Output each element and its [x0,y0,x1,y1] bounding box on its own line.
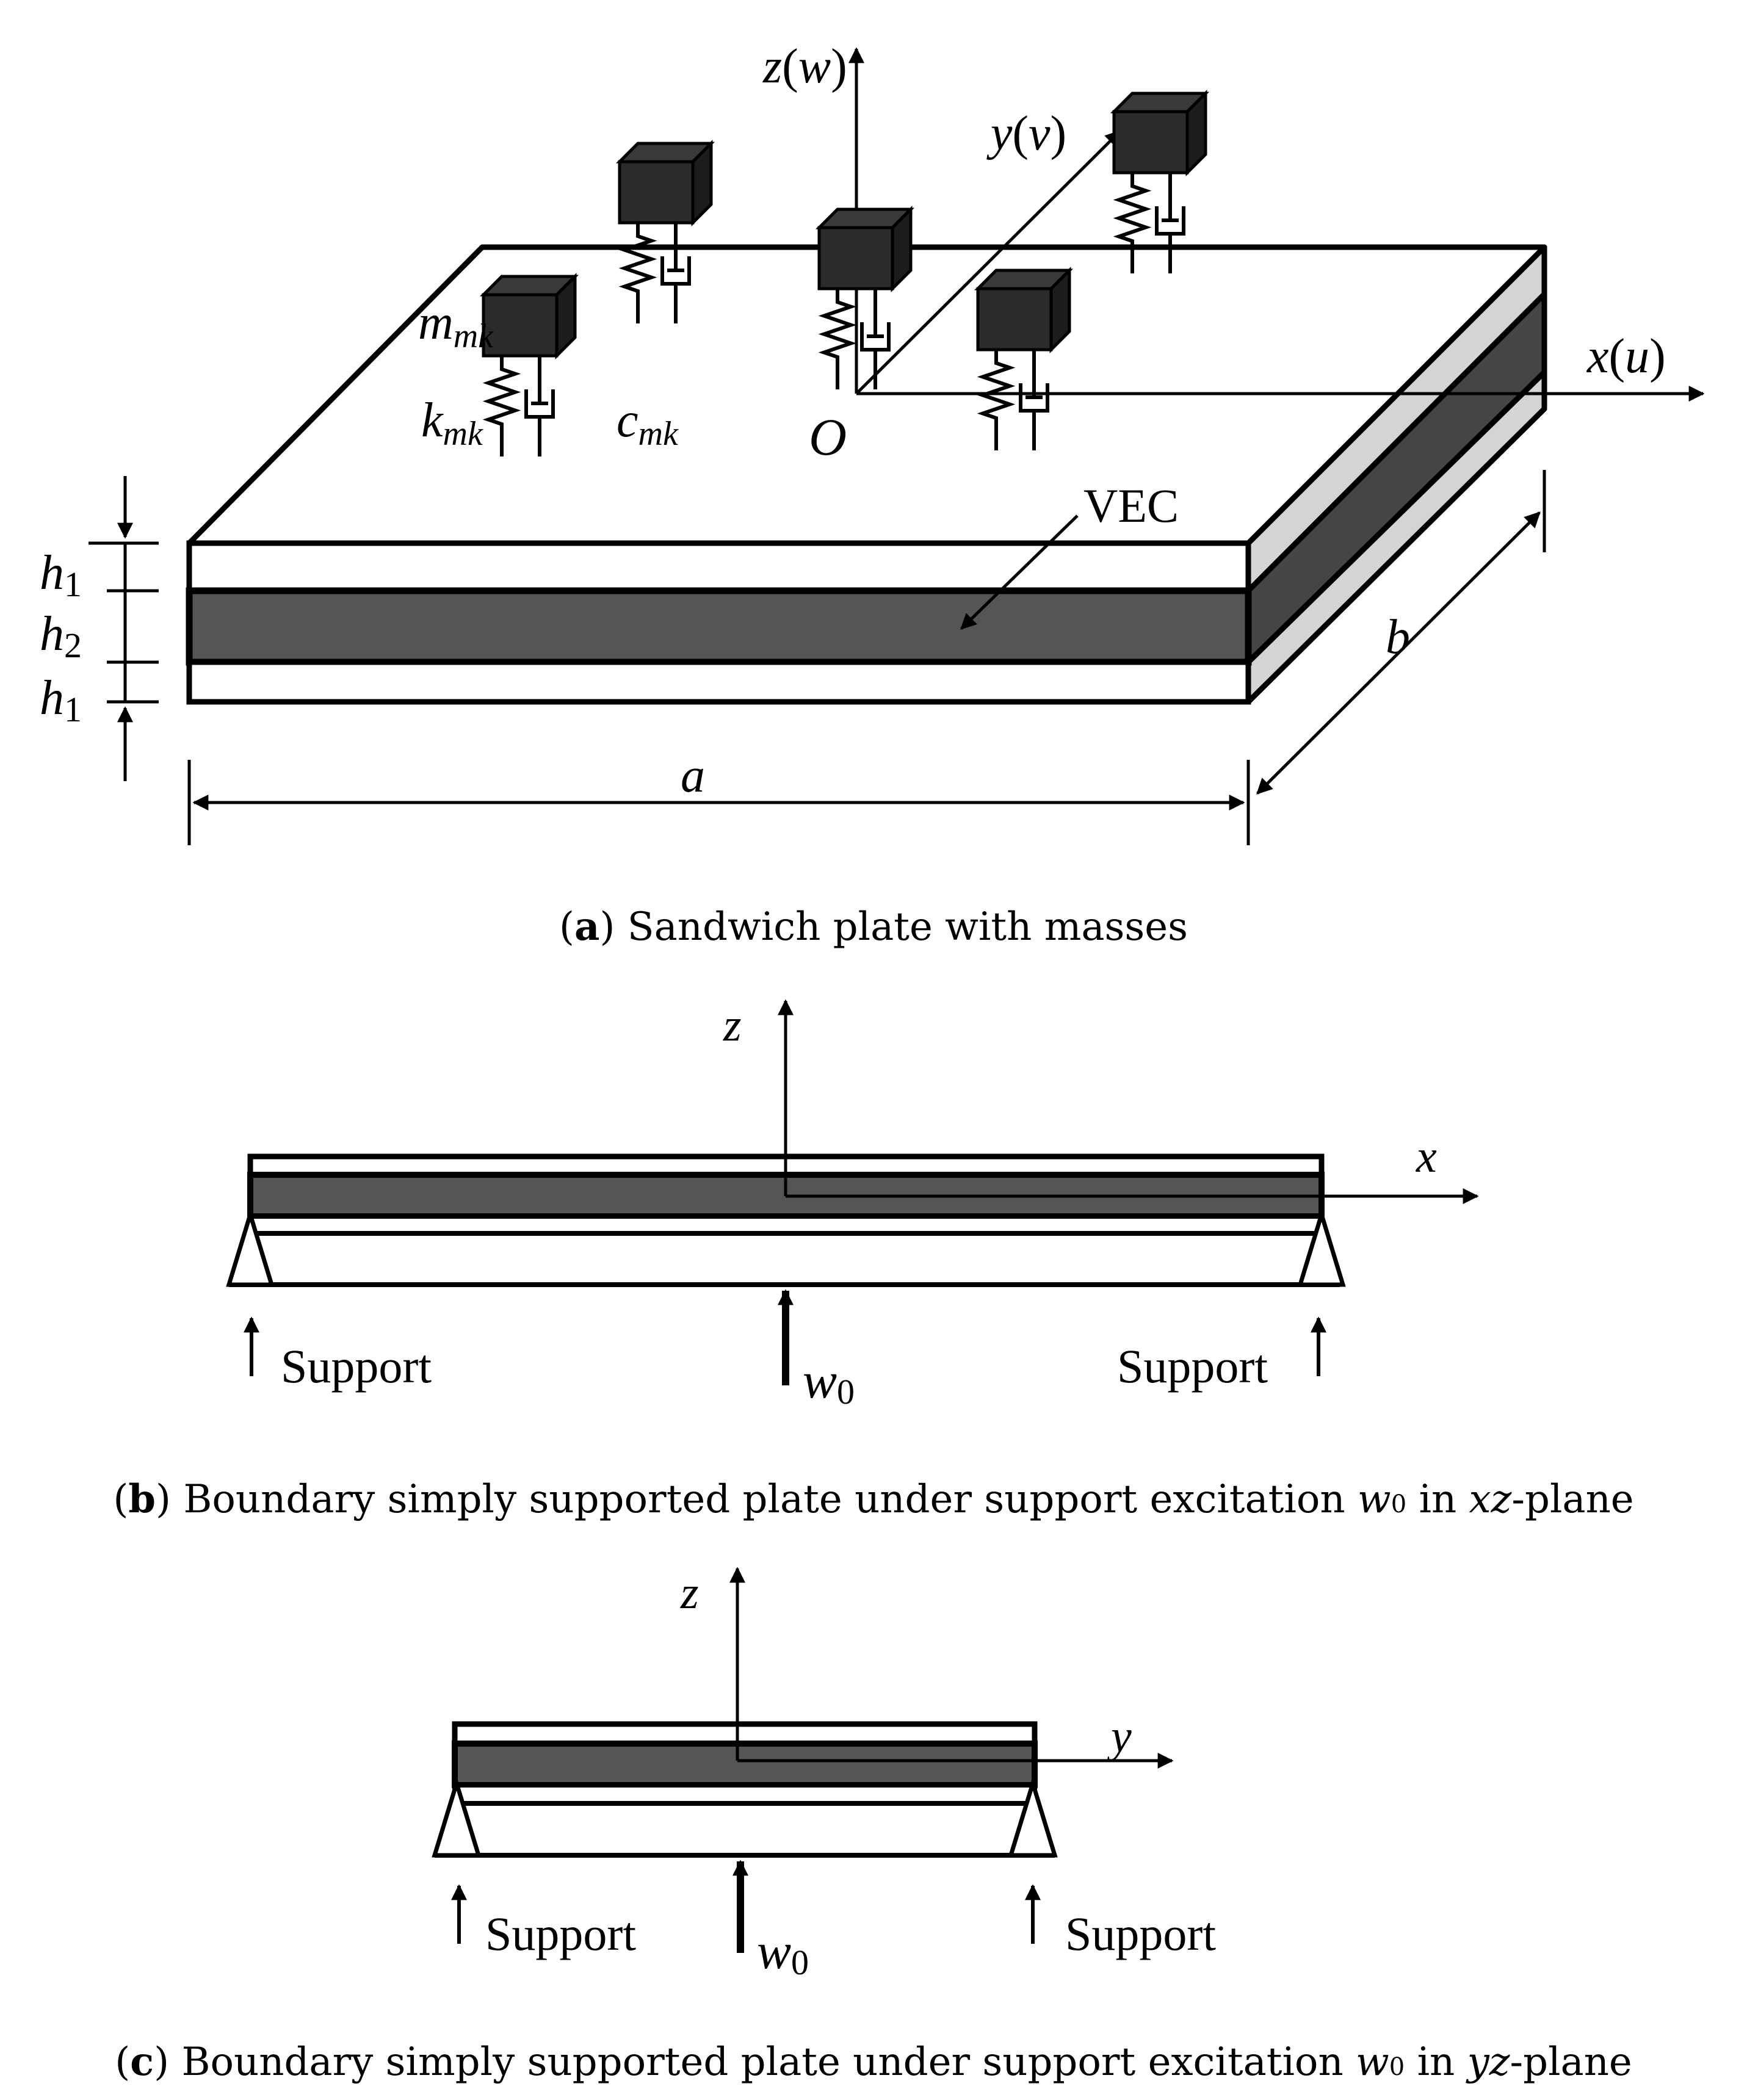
spring [977,350,1016,450]
mass-block [817,226,894,290]
spring [818,289,857,389]
c-z-label: z [680,1567,699,1618]
front-core-layer [186,587,1252,666]
spring-label: kmk [421,394,483,453]
b-z-label: z [723,1000,742,1051]
x-axis-label: x(u) [1586,330,1666,383]
c-core [452,1741,1038,1788]
caption-c: (c) Boundary simply supported plate unde… [115,2039,1632,2085]
width-dimension [1256,470,1546,795]
mass-spring-damper-unit [615,139,715,323]
b-support-left-label: Support [281,1340,432,1393]
front-top-face-layer [186,540,1251,594]
c-excitation-label: w0 [757,1923,809,1982]
b-x-label: x [1416,1131,1437,1182]
mass-spring-damper-unit [815,205,915,389]
c-y-label: y [1107,1711,1132,1762]
y-axis-label: y(v) [986,107,1066,161]
front-bottom-face-layer [186,659,1251,705]
origin-label: O [809,408,847,466]
y-axis [855,130,1121,395]
b-support-right [1297,1207,1346,1287]
c-support-left-label: Support [485,1907,636,1960]
b-support-right-label: Support [1117,1340,1268,1393]
mass-spring-damper-unit [479,272,579,456]
c-support-right-label: Support [1065,1907,1216,1960]
h1-top-label: h1 [40,546,82,604]
mass-label: mmk [418,296,494,355]
vec-label: VEC [1083,479,1179,532]
thickness-dimension [89,476,159,781]
mass-spring-damper-group [479,89,1210,456]
c-support-right [1008,1776,1058,1858]
b-excitation-label: w0 [803,1352,855,1412]
mass-spring-damper-unit [974,266,1074,450]
spring [618,223,657,323]
caption-b: (b) Boundary simply supported plate unde… [113,1476,1633,1522]
b-support-left [226,1207,275,1287]
panel-b-xz-plane: z x Support Support w0 (b) Boundary simp… [113,999,1634,1522]
length-dimension [187,760,1250,845]
mass-block [618,160,695,225]
vec-arrow [960,514,1079,630]
panel-a-sandwich-plate: z(w) y(v) x(u) O mmk kmk cmk VEC h1 h2 h… [40,40,1705,950]
caption-a: (a) Sandwich plate with masses [559,904,1188,950]
mass-block [1112,110,1189,175]
damper-label: cmk [617,394,679,453]
z-axis-label: z(w) [762,40,847,93]
c-top-face [452,1721,1038,1747]
length-a-label: a [681,749,705,803]
c-bottom-face [452,1783,1037,1806]
mass-spring-damper-unit [1110,89,1210,273]
h2-label: h2 [40,607,82,665]
spring [1113,173,1152,273]
spring [482,356,521,456]
width-b-label: b [1386,610,1410,664]
b-bottom-face [248,1214,1324,1236]
mass-block [976,287,1053,352]
mass-block [482,293,559,358]
h1-bottom-label: h1 [40,671,82,729]
c-support-left [432,1776,482,1858]
panel-c-yz-plane: z y Support Support w0 (c) Boundary simp… [115,1567,1632,2085]
